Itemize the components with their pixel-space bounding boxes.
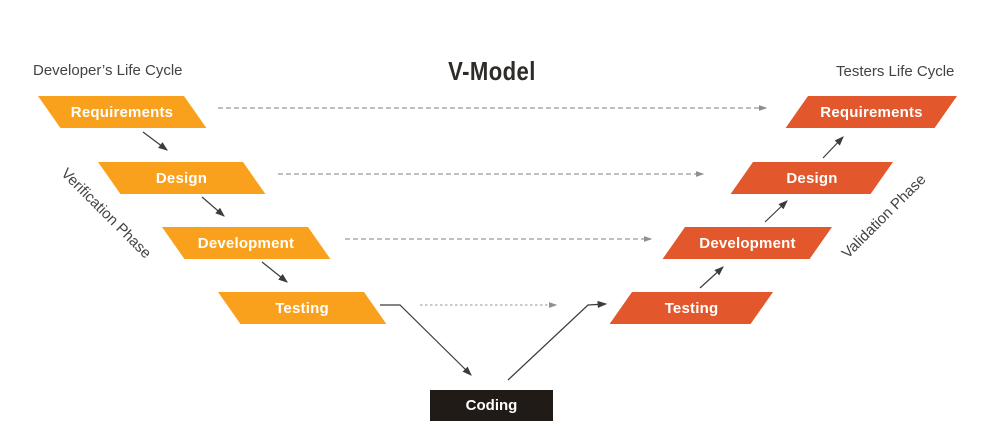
stage-requirements-tester: Requirements	[785, 96, 957, 128]
stage-development-tester: Development	[662, 227, 832, 259]
arrow-coding-to-testing	[507, 300, 608, 381]
developer-lifecycle-label: Developer’s Life Cycle	[33, 62, 183, 79]
stage-design-tester: Design	[730, 162, 893, 194]
stage-label: Design	[786, 169, 838, 187]
stage-label: Development	[699, 234, 796, 252]
arrow-development-to-design	[764, 200, 788, 223]
stage-testing-developer: Testing	[218, 292, 387, 324]
testers-lifecycle-label: Testers Life Cycle	[836, 63, 955, 80]
arrow-design-to-requirements	[822, 136, 844, 159]
stage-label: Development	[197, 234, 295, 252]
arrow-testing-to-coding	[380, 304, 472, 376]
arrow-design-to-development	[201, 196, 225, 217]
coding-box: Coding	[430, 390, 553, 421]
diagram-title: V-Model	[448, 56, 536, 86]
coding-label: Coding	[465, 397, 518, 414]
stage-label: Design	[155, 169, 208, 187]
stage-requirements-developer: Requirements	[38, 96, 207, 128]
stage-label: Requirements	[820, 103, 923, 121]
stage-label: Testing	[275, 299, 329, 317]
stage-development-developer: Development	[162, 227, 331, 259]
arrow-development-to-testing	[261, 261, 288, 283]
arrow-testing-to-development	[699, 266, 724, 289]
stage-label: Testing	[664, 299, 719, 317]
stage-label: Requirements	[70, 103, 174, 121]
stage-testing-tester: Testing	[609, 292, 773, 324]
arrow-requirements-to-design	[142, 131, 168, 151]
stage-design-developer: Design	[98, 162, 266, 194]
